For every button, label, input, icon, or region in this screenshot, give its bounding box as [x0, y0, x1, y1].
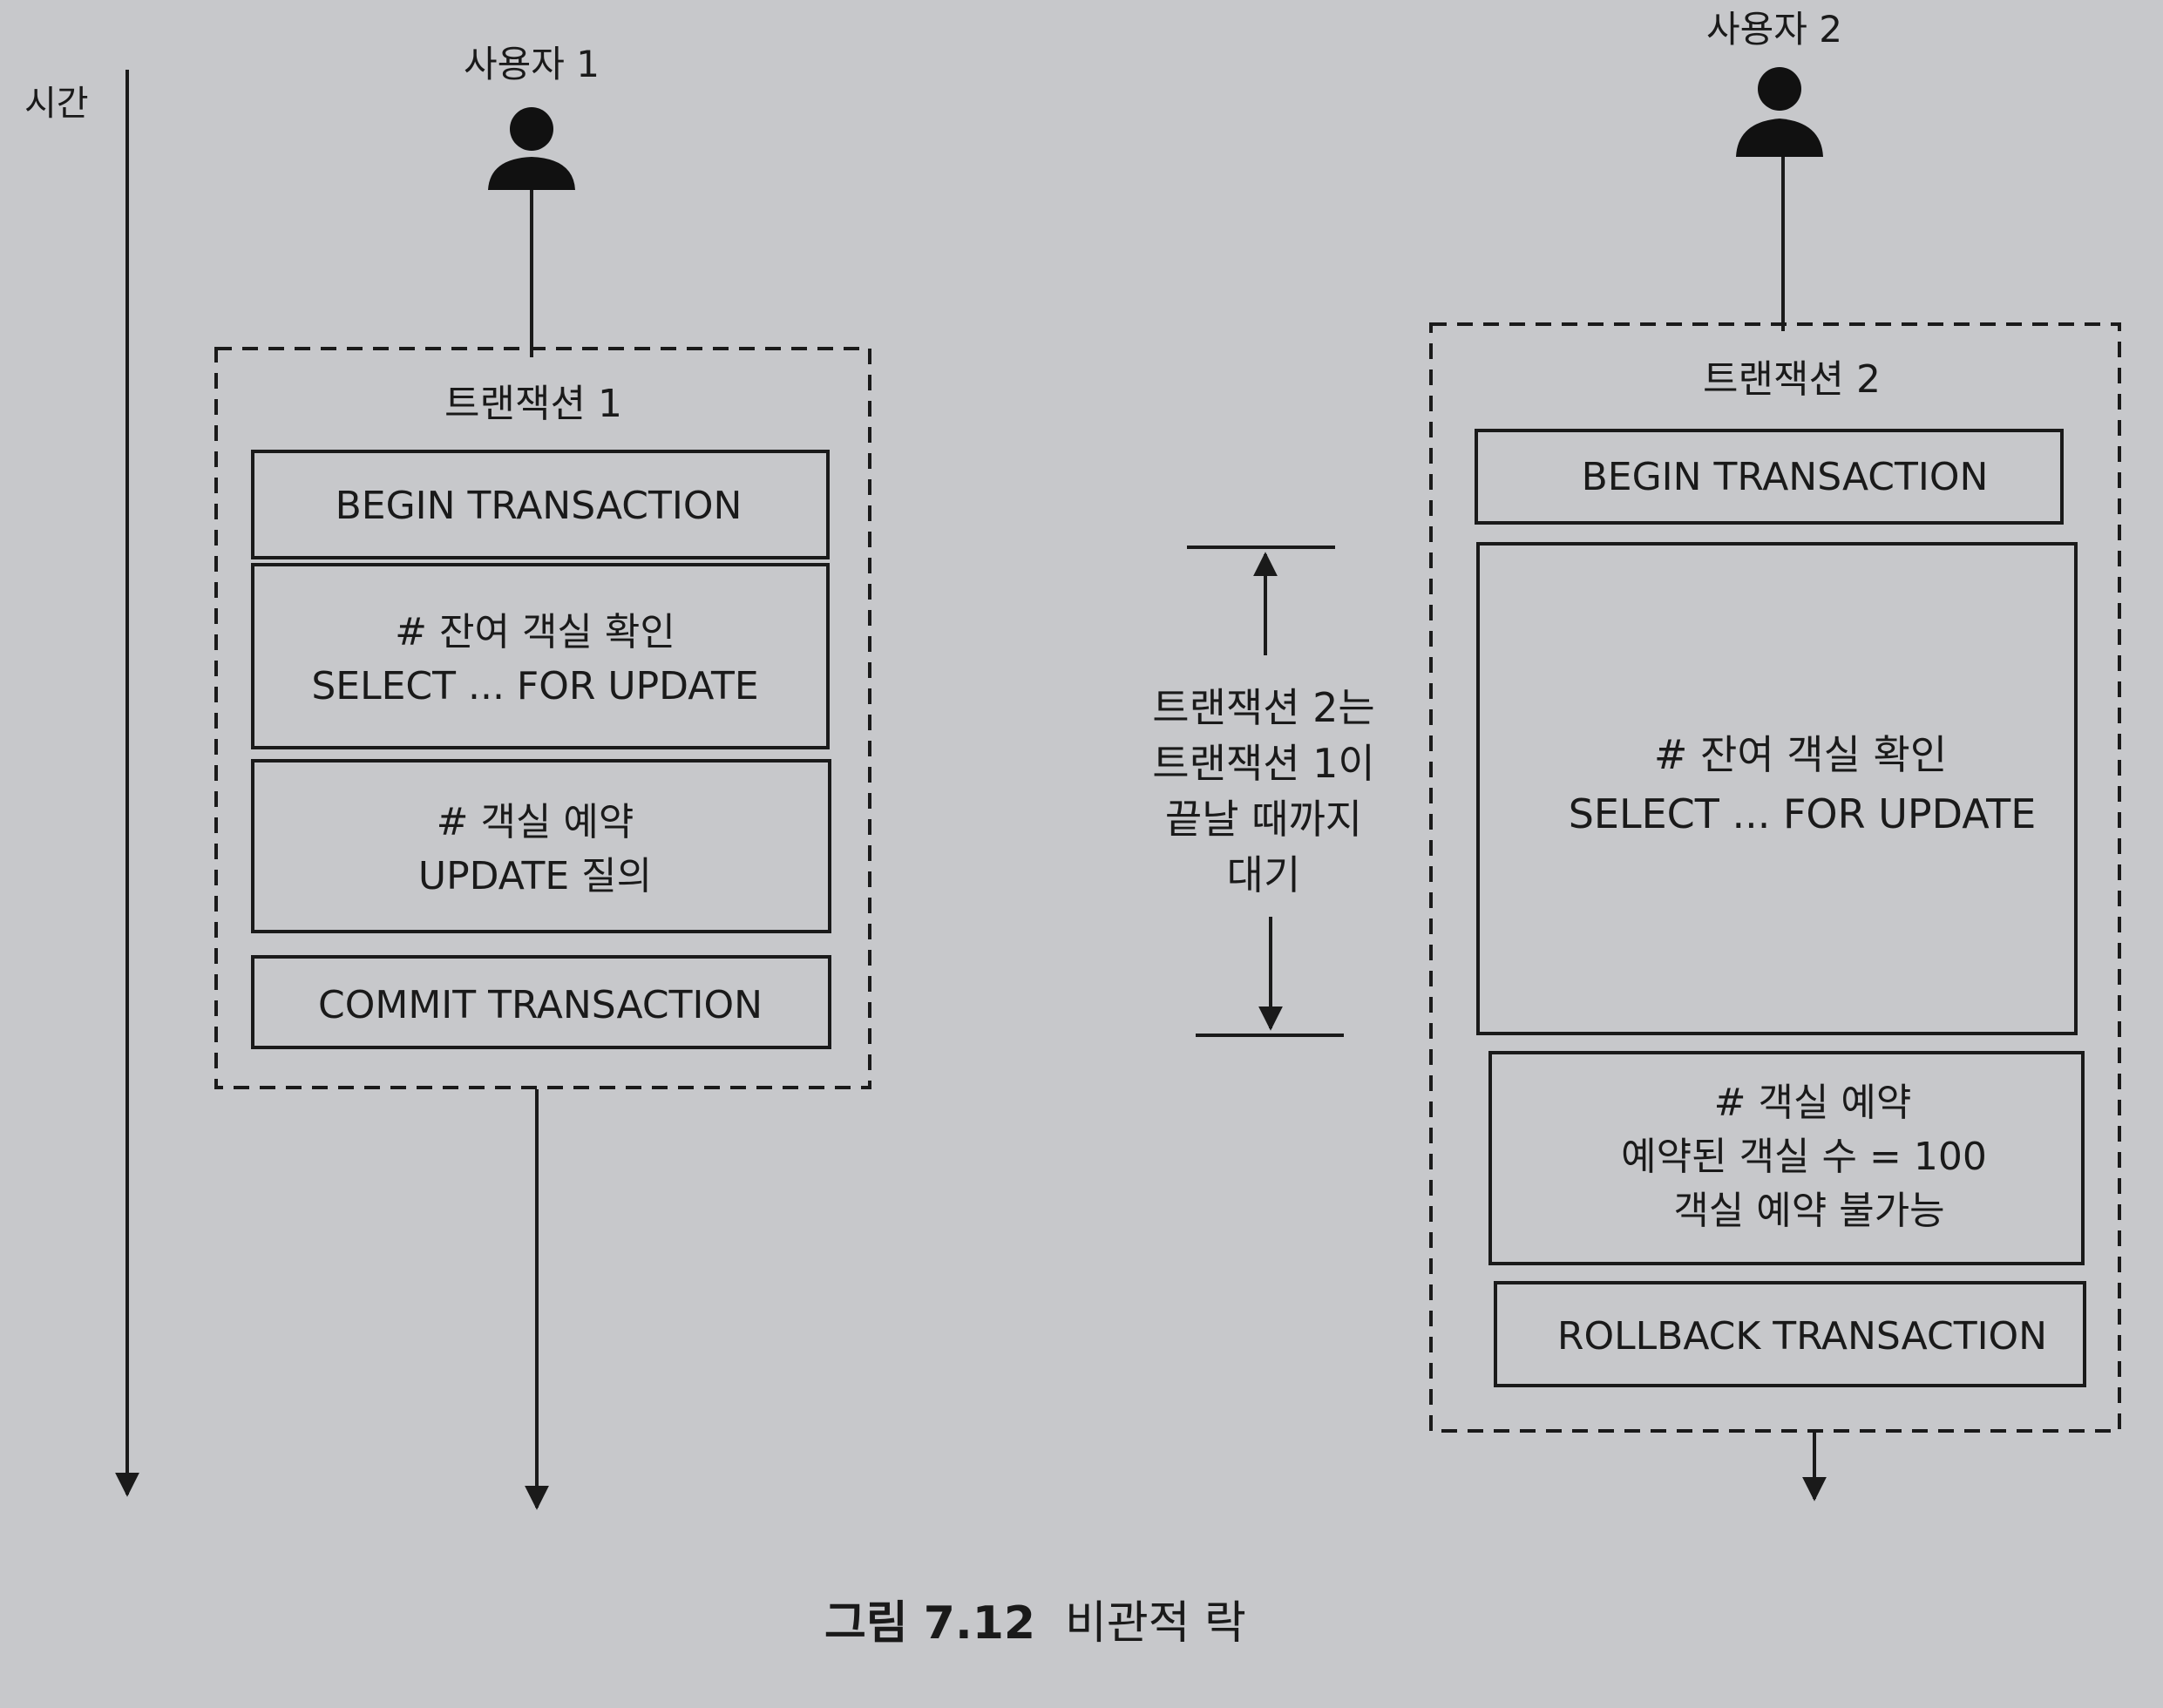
wait-annotation: 트랜잭션 2는 트랜잭션 1이 끝날 때까지 대기 — [1152, 546, 1375, 1037]
t2-check-sql: SELECT ... FOR UPDATE — [1569, 790, 2037, 837]
t2-reserve-comment: # 객실 예약 — [1714, 1081, 1912, 1125]
t2-reserve-fail: 객실 예약 불가능 — [1673, 1189, 1944, 1233]
time-axis-label: 시간 — [24, 84, 89, 124]
transaction2-frame — [1429, 322, 2121, 1433]
transaction2-title: 트랜잭션 2 — [1703, 357, 1881, 402]
t2-rollback-text: ROLLBACK TRANSACTION — [1557, 1314, 2047, 1359]
user1-label: 사용자 1 — [464, 43, 600, 85]
t2-check-box — [1476, 542, 2078, 1035]
t1-commit-text: COMMIT TRANSACTION — [318, 983, 763, 1027]
user2-label: 사용자 2 — [1706, 8, 1842, 51]
t1-begin-text: BEGIN TRANSACTION — [336, 484, 742, 528]
time-axis: 시간 — [24, 70, 139, 1497]
t2-reserve-box — [1488, 1051, 2085, 1265]
user1-lane: 사용자 1 트랜잭션 1 BEGIN TRANSACTION # 잔여 객실 확… — [214, 43, 871, 1510]
user2-person-icon — [1736, 67, 1823, 157]
wait-note-line1: 트랜잭션 2는 — [1152, 684, 1375, 731]
user2-lane: 사용자 2 트랜잭션 2 BEGIN TRANSACTION # 잔여 객실 확… — [1429, 8, 2121, 1501]
t1-reserve-comment: # 객실 예약 — [437, 800, 634, 844]
wait-note-line4: 대기 — [1227, 851, 1301, 898]
transaction1-frame — [214, 347, 871, 1089]
t1-reserve-box — [251, 759, 831, 933]
wait-note-line2: 트랜잭션 1이 — [1152, 740, 1375, 787]
t2-check-comment: # 잔여 객실 확인 — [1654, 731, 1947, 778]
caption-number: 그림 7.12 — [824, 1597, 1035, 1650]
t1-reserve-sql: UPDATE 질의 — [418, 854, 652, 898]
t1-check-sql: SELECT ... FOR UPDATE — [311, 664, 758, 708]
t2-reserve-count: 예약된 객실 수 = 100 — [1621, 1135, 1987, 1179]
t1-check-comment: # 잔여 객실 확인 — [395, 610, 675, 654]
t2-begin-text: BEGIN TRANSACTION — [1582, 455, 1989, 499]
t2-begin-box — [1475, 429, 2064, 525]
caption-title: 비관적 락 — [1065, 1597, 1246, 1650]
wait-note-line3: 끝날 때까지 — [1165, 796, 1362, 843]
t2-rollback-box — [1494, 1281, 2086, 1387]
transaction1-title: 트랜잭션 1 — [444, 382, 622, 426]
t1-commit-box — [251, 955, 831, 1049]
t1-check-box — [251, 563, 830, 749]
t1-begin-box — [251, 450, 830, 559]
figure-caption: 그림 7.12 비관적 락 — [824, 1597, 1246, 1650]
user1-person-icon — [488, 107, 575, 190]
